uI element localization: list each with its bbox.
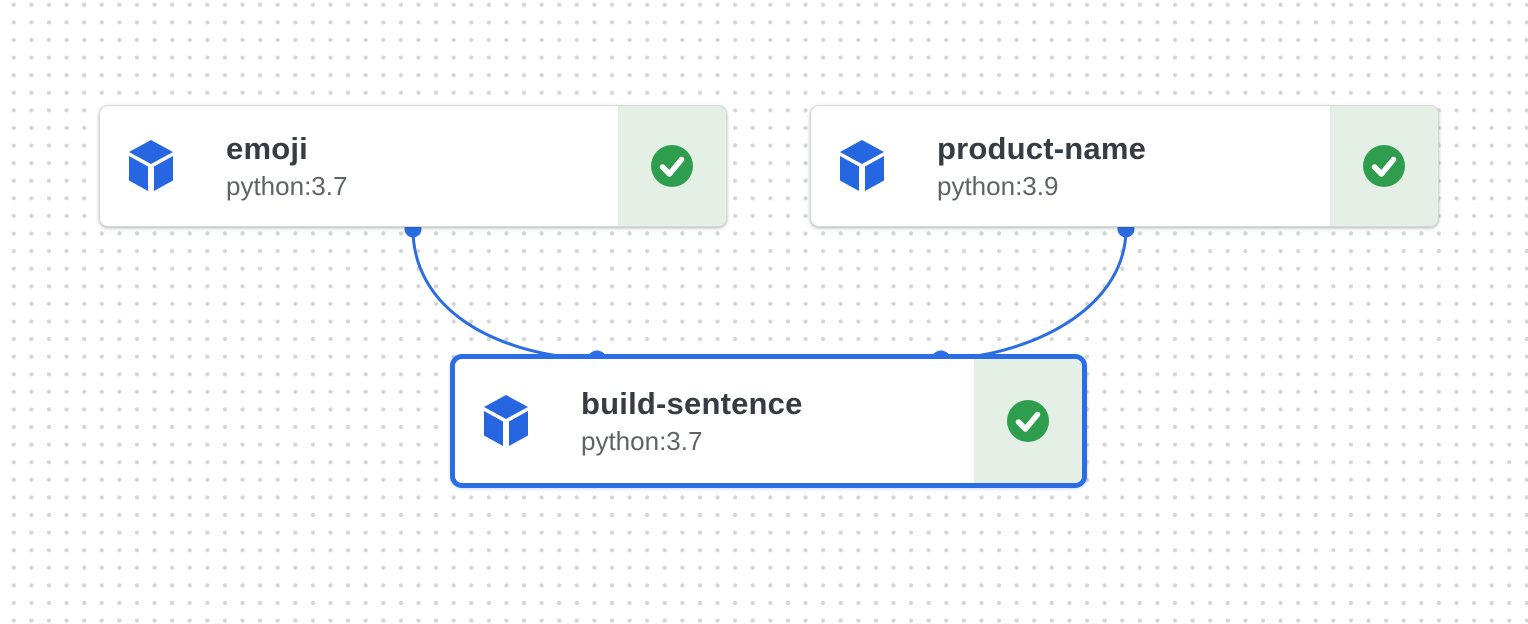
node-text-block: emoji python:3.7	[226, 131, 618, 202]
status-panel	[618, 106, 726, 226]
pipeline-node-product-name[interactable]: product-name python:3.9	[810, 105, 1439, 227]
node-text-block: build-sentence python:3.7	[581, 386, 974, 457]
success-check-icon	[651, 145, 693, 187]
artifact-cube-icon	[481, 394, 531, 448]
node-container-image: python:3.9	[937, 170, 1059, 201]
node-container-image: python:3.7	[581, 425, 703, 456]
node-title: emoji	[226, 130, 308, 166]
pipeline-node-emoji[interactable]: emoji python:3.7	[99, 105, 727, 227]
edge-product-name-to-build-sentence	[940, 228, 1128, 362]
node-container-image: python:3.7	[226, 170, 348, 201]
status-panel	[974, 359, 1082, 483]
pipeline-node-build-sentence[interactable]: build-sentence python:3.7	[450, 354, 1087, 488]
node-text-block: product-name python:3.9	[937, 131, 1330, 202]
status-panel	[1330, 106, 1438, 226]
edge-emoji-to-build-sentence	[411, 228, 598, 362]
success-check-icon	[1007, 400, 1049, 442]
node-title: product-name	[937, 130, 1147, 166]
artifact-cube-icon	[837, 139, 887, 193]
artifact-cube-icon	[126, 139, 176, 193]
node-title: build-sentence	[581, 385, 803, 421]
success-check-icon	[1363, 145, 1405, 187]
